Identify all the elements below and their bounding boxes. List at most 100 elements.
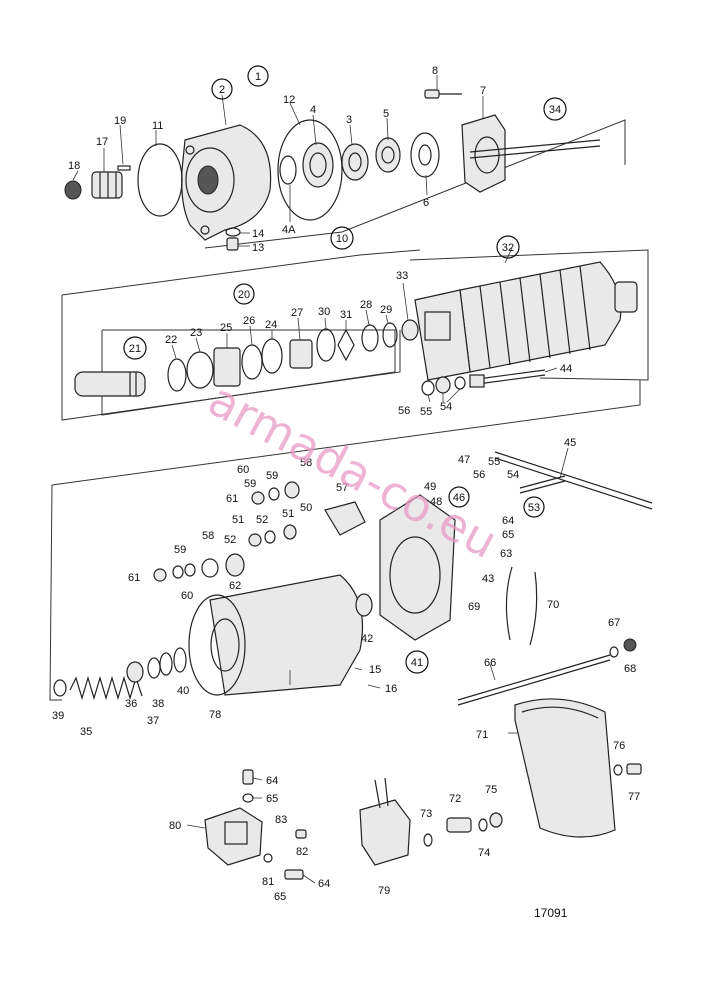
label-7: 7 — [480, 85, 486, 97]
bearing-plate-4 — [302, 142, 334, 188]
label-12: 12 — [283, 94, 295, 106]
label-64a: 64 — [502, 515, 514, 527]
label-25: 25 — [220, 322, 232, 334]
label-69: 69 — [468, 601, 480, 613]
solenoid-79 — [359, 777, 411, 866]
bearing-5 — [375, 137, 401, 173]
yoke-78 — [188, 574, 364, 696]
svg-text:2: 2 — [219, 84, 225, 96]
bushing-42 — [355, 593, 373, 617]
callout-46: 46 — [448, 486, 470, 508]
label-77: 77 — [628, 791, 640, 803]
label-27: 27 — [291, 307, 303, 319]
label-44: 44 — [560, 363, 572, 375]
label-68: 68 — [624, 663, 636, 675]
seal-ring-11 — [137, 143, 183, 217]
label-18: 18 — [68, 160, 80, 172]
label-59c: 59 — [174, 544, 186, 556]
plunger-72 — [423, 812, 503, 847]
label-4a: 4A — [282, 224, 296, 236]
pinion-17 — [91, 171, 123, 199]
screws-81-83 — [263, 829, 307, 880]
label-57: 57 — [336, 482, 348, 494]
label-40: 40 — [177, 685, 189, 697]
label-36: 36 — [125, 698, 137, 710]
label-81: 81 — [262, 876, 274, 888]
label-4: 4 — [310, 104, 316, 116]
label-48: 48 — [430, 496, 442, 508]
label-11: 11 — [152, 120, 163, 132]
callout-2: 2 — [211, 78, 233, 100]
label-70: 70 — [547, 599, 559, 611]
label-54b: 54 — [507, 469, 519, 481]
label-61b: 61 — [128, 572, 140, 584]
label-79: 79 — [378, 885, 390, 897]
label-71: 71 — [476, 729, 488, 741]
svg-text:10: 10 — [336, 233, 348, 245]
spring-parts-36-40 — [53, 647, 187, 697]
relay-80 — [204, 807, 263, 866]
label-31: 31 — [340, 309, 352, 321]
label-35: 35 — [80, 726, 92, 738]
label-16: 16 — [385, 683, 397, 695]
drawing-number: 17091 — [534, 906, 568, 920]
label-56b: 56 — [473, 469, 485, 481]
label-59b: 59 — [244, 478, 256, 490]
label-73: 73 — [420, 808, 432, 820]
label-52b: 52 — [224, 534, 236, 546]
label-51b: 51 — [282, 508, 294, 520]
screw-13-washer-14 — [225, 227, 241, 251]
label-38: 38 — [152, 698, 164, 710]
callout-53: 53 — [523, 496, 545, 518]
pin-19 — [117, 165, 131, 171]
callout-10: 10 — [330, 226, 354, 250]
label-61a: 61 — [226, 493, 238, 505]
screw-77 — [613, 763, 642, 776]
brush-holder-57 — [324, 501, 366, 536]
label-28: 28 — [360, 299, 372, 311]
label-13: 13 — [252, 242, 264, 254]
part-number-labels: 8 7 12 4 3 5 6 4A 14 13 11 19 17 18 33 2… — [52, 65, 640, 903]
screw-64-relay — [242, 769, 254, 803]
label-51a: 51 — [232, 514, 244, 526]
end-frame-41 — [379, 494, 456, 641]
bushing-33 — [401, 319, 419, 341]
label-74: 74 — [478, 847, 490, 859]
svg-text:21: 21 — [129, 343, 141, 355]
label-33: 33 — [396, 270, 408, 282]
label-43: 43 — [482, 573, 494, 585]
cables-69-70 — [505, 566, 538, 646]
screw-8 — [424, 89, 462, 99]
label-52a: 52 — [256, 514, 268, 526]
label-54: 54 — [440, 401, 452, 413]
label-29: 29 — [380, 304, 392, 316]
label-47: 47 — [458, 454, 470, 466]
svg-text:32: 32 — [502, 242, 514, 254]
label-6: 6 — [423, 197, 429, 209]
label-82: 82 — [296, 846, 308, 858]
label-23: 23 — [190, 327, 202, 339]
label-60: 60 — [237, 464, 249, 476]
tie-rod-45 — [494, 451, 653, 510]
tie-rod-66 — [457, 654, 611, 706]
callout-1: 1 — [247, 65, 269, 87]
callout-32: 32 — [496, 235, 520, 259]
bearing-3 — [341, 143, 369, 181]
label-65c: 65 — [274, 891, 286, 903]
group-frame-32 — [409, 249, 649, 381]
label-63: 63 — [500, 548, 512, 560]
bolt-44 — [469, 369, 546, 388]
label-19: 19 — [114, 115, 126, 127]
terminal-stack-left — [153, 481, 300, 582]
label-55: 55 — [420, 406, 432, 418]
leader-lines — [72, 75, 569, 884]
ring-series-22-31 — [167, 322, 398, 392]
brush-holder-frame — [414, 289, 471, 381]
svg-text:20: 20 — [238, 289, 250, 301]
svg-text:46: 46 — [453, 492, 465, 504]
label-75: 75 — [485, 784, 497, 796]
cover-band-71 — [514, 698, 616, 838]
label-58a: 58 — [300, 457, 312, 469]
armature-32 — [459, 261, 638, 373]
